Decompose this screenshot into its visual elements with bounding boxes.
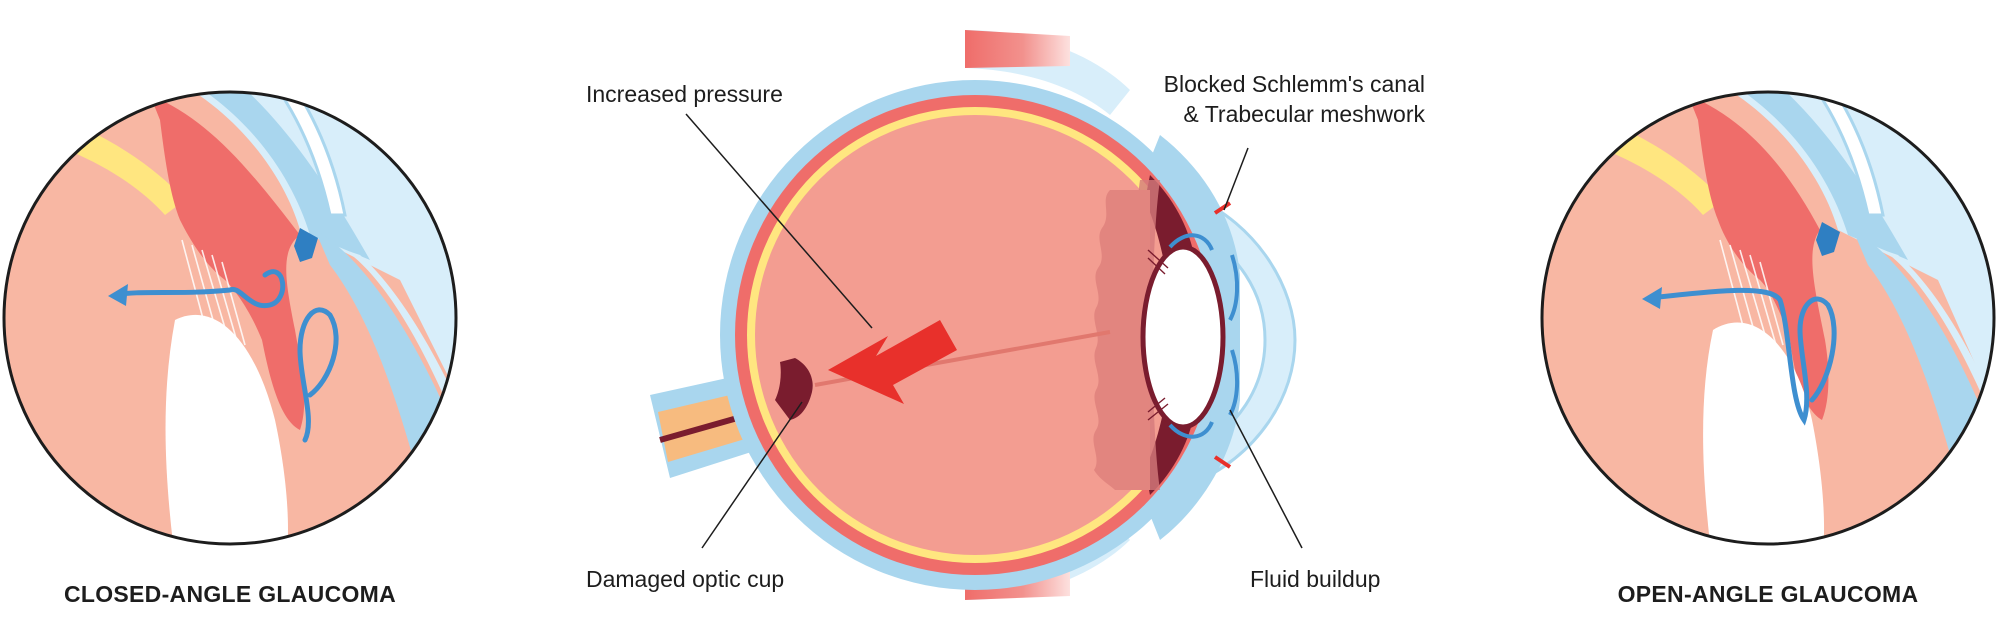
label-fluid-buildup: Fluid buildup [1250,566,1380,592]
closed-angle-magnifier [2,90,458,546]
label-blocked-line2: & Trabecular meshwork [1183,101,1425,127]
left-panel-caption: CLOSED-ANGLE GLAUCOMA [64,581,396,607]
label-blocked-line1: Blocked Schlemm's canal [1164,71,1425,97]
label-damaged-optic-cup: Damaged optic cup [586,566,784,592]
eye-cross-section [650,30,1297,600]
pressure-arrow [828,320,957,404]
right-panel-caption: OPEN-ANGLE GLAUCOMA [1618,581,1919,607]
label-increased-pressure: Increased pressure [586,81,783,107]
open-angle-magnifier [1540,90,1996,546]
